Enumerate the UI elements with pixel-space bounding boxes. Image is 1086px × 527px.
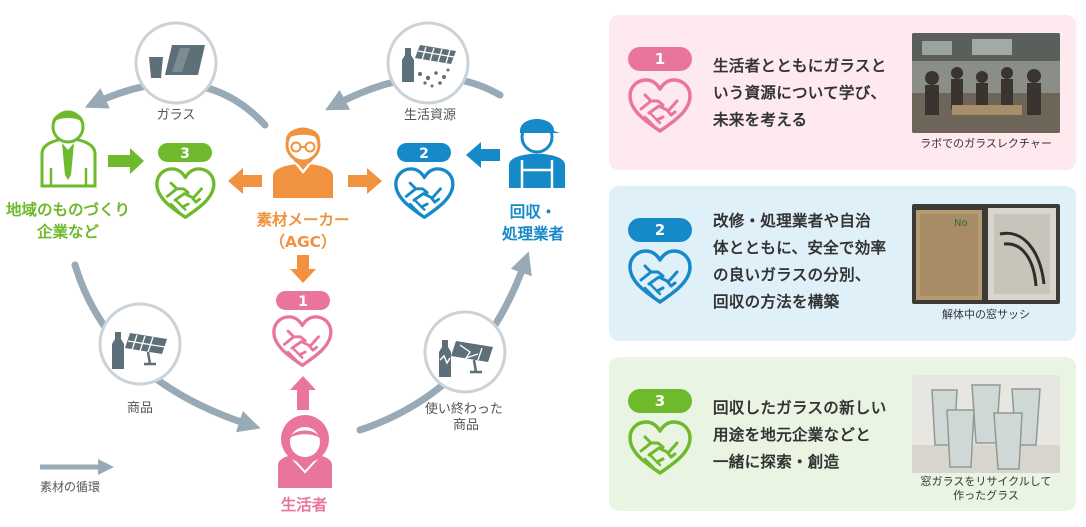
flow-label-used-products-line2: 商品 bbox=[453, 418, 479, 433]
glass-pane-icon bbox=[165, 45, 205, 75]
products-flow-node: 商品 bbox=[98, 302, 182, 416]
handshake-heart-icon bbox=[155, 167, 216, 219]
panel-2-line-2: 体とともに、安全で効率 bbox=[713, 239, 887, 257]
glass-fragments-icon bbox=[418, 68, 450, 88]
legend-label: 素材の循環 bbox=[40, 480, 100, 494]
panel-3-line-3: 一緒に探索・創造 bbox=[713, 453, 840, 471]
handshake-heart-icon bbox=[628, 420, 692, 475]
actor-local-companies-line1: 地域のものづくり bbox=[6, 200, 130, 219]
handshake-heart-icon bbox=[394, 167, 455, 219]
collectors-actor: 回収・ 処理業者 bbox=[502, 119, 565, 243]
panel-caption-2: 解体中の窓サッシ bbox=[907, 308, 1065, 322]
broken-bottle-icon bbox=[439, 340, 451, 377]
handshake-heart-icon bbox=[628, 78, 692, 133]
flow-label-used-products: 使い終わった 商品 bbox=[425, 401, 507, 433]
panel-badge-1: 1 bbox=[628, 47, 692, 71]
partnership-node-2: 2 bbox=[394, 143, 455, 219]
consumer-person-icon bbox=[278, 415, 332, 488]
panel-caption-1: ラボでのガラスレクチャー bbox=[907, 137, 1065, 151]
used-products-flow-node: 使い終わった 商品 bbox=[423, 310, 507, 433]
solar-panel-icon bbox=[415, 45, 456, 64]
recycled-glass-cups-photo bbox=[912, 375, 1060, 473]
panel-description-2: 改修・処理業者や自治 体とともに、安全で効率 の良いガラスの分別、 回収の方法を… bbox=[713, 208, 903, 316]
local-companies-actor: 地域のものづくり 企業など bbox=[6, 110, 130, 241]
svg-text:No: No bbox=[954, 218, 968, 229]
consumers-actor: 生活者 bbox=[278, 415, 332, 514]
arrow-orange-to-badge3 bbox=[228, 168, 262, 194]
handshake-heart-icon bbox=[628, 249, 692, 304]
actor-manufacturer-line2: （AGC） bbox=[269, 233, 336, 251]
panel-1-line-2: いう資源について学び、 bbox=[713, 84, 887, 102]
panel-1-caption-line-1: ラボでのガラスレクチャー bbox=[920, 137, 1052, 150]
glass-cup-icon bbox=[149, 57, 163, 78]
panel-description-3: 回収したガラスの新しい 用途を地元企業などと 一緒に探索・創造 bbox=[713, 395, 903, 476]
panel-3-line-2: 用途を地元企業などと bbox=[713, 426, 872, 444]
panel-2-line-3: の良いガラスの分別、 bbox=[713, 266, 871, 284]
broken-solar-panel-icon bbox=[451, 341, 493, 374]
panel-1-line-3: 未来を考える bbox=[713, 111, 808, 129]
resources-flow-node: 生活資源 bbox=[386, 21, 470, 123]
panel-3-caption-line-2: 作ったグラス bbox=[953, 489, 1019, 502]
panel-caption-3: 窓ガラスをリサイクルして 作ったグラス bbox=[907, 475, 1065, 503]
actor-local-companies-line2: 企業など bbox=[36, 222, 100, 241]
business-person-icon bbox=[40, 110, 97, 188]
handshake-heart-icon bbox=[272, 315, 333, 367]
partnership-panel-1: 1 生活者とともにガラスと いう資源について学び、 未来を考える ラボでのガラス… bbox=[609, 15, 1076, 170]
bottle-icon bbox=[402, 48, 414, 82]
arrow-pink-up-to-badge1 bbox=[290, 376, 316, 410]
partnership-node-1: 1 bbox=[272, 291, 333, 367]
actor-manufacturer-line1: 素材メーカー bbox=[256, 210, 349, 229]
actor-collectors-line2: 処理業者 bbox=[502, 224, 564, 243]
badge-number-2: 2 bbox=[419, 146, 429, 162]
glass-flow-node: ガラス bbox=[134, 21, 218, 123]
solar-panel-icon bbox=[125, 333, 167, 366]
glass-lecture-photo bbox=[912, 33, 1060, 133]
worker-person-icon bbox=[509, 119, 565, 188]
panel-description-1: 生活者とともにガラスと いう資源について学び、 未来を考える bbox=[713, 53, 903, 134]
panel-3-line-1: 回収したガラスの新しい bbox=[713, 399, 887, 417]
engineer-person-icon bbox=[273, 127, 333, 198]
flow-label-glass: ガラス bbox=[157, 108, 196, 123]
panel-1-line-1: 生活者とともにガラスと bbox=[713, 57, 887, 75]
flow-label-used-products-line1: 使い終わった bbox=[425, 401, 503, 417]
legend: 素材の循環 bbox=[40, 458, 115, 494]
flow-label-products: 商品 bbox=[127, 401, 153, 416]
arrow-blue-to-badge2 bbox=[466, 142, 500, 168]
badge-number-1: 1 bbox=[298, 294, 308, 310]
flow-label-resources: 生活資源 bbox=[404, 108, 456, 123]
partnership-panel-3: 3 回収したガラスの新しい 用途を地元企業などと 一緒に探索・創造 窓ガラスをリ… bbox=[609, 357, 1076, 511]
material-cycle-diagram: ガラス 生活資源 商品 bbox=[6, 21, 565, 514]
panel-2-line-4: 回収の方法を構築 bbox=[713, 293, 840, 311]
partnership-panel-2: 2 改修・処理業者や自治 体とともに、安全で効率 の良いガラスの分別、 回収の方… bbox=[609, 186, 1076, 341]
actor-collectors-line1: 回収・ bbox=[510, 203, 557, 221]
actor-consumers: 生活者 bbox=[281, 495, 328, 514]
partnership-node-3: 3 bbox=[155, 143, 216, 219]
bottle-icon bbox=[112, 332, 124, 369]
panel-2-line-1: 改修・処理業者や自治 bbox=[713, 212, 872, 230]
panel-3-caption-line-1: 窓ガラスをリサイクルして bbox=[920, 475, 1052, 488]
manufacturer-actor: 素材メーカー （AGC） bbox=[256, 127, 350, 251]
window-sash-photo: No bbox=[912, 204, 1060, 304]
panel-badge-2: 2 bbox=[628, 218, 692, 242]
panel-badge-3: 3 bbox=[628, 389, 692, 413]
arrow-orange-down-to-badge1 bbox=[290, 255, 316, 283]
arrow-green-to-badge3 bbox=[108, 148, 144, 174]
panel-2-caption-line-1: 解体中の窓サッシ bbox=[942, 308, 1030, 321]
arrow-orange-to-badge2 bbox=[348, 168, 382, 194]
badge-number-3: 3 bbox=[180, 146, 190, 162]
